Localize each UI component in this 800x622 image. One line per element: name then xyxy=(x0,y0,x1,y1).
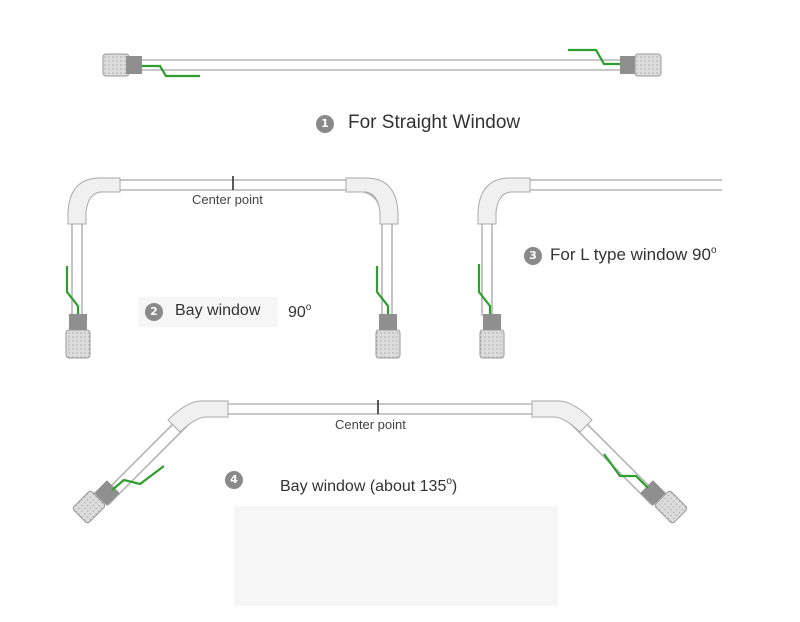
motor-left-4 xyxy=(72,480,120,524)
label-bay-window-135: Bay window (about 135o) xyxy=(280,476,457,496)
step-badge-2: 2 xyxy=(145,303,163,321)
corner-joint-right-4 xyxy=(531,400,593,433)
motor-left-2 xyxy=(65,314,91,359)
degree-symbol-3: o xyxy=(710,245,717,256)
corner-joint-3 xyxy=(477,177,531,225)
label-straight-window: For Straight Window xyxy=(348,112,521,133)
corner-joint-left-2 xyxy=(67,177,121,225)
power-wire-left-1 xyxy=(142,64,200,78)
motor-right-2 xyxy=(375,314,401,359)
label-panel-4 xyxy=(234,506,558,606)
degree-symbol-4: o xyxy=(446,476,452,487)
label-l-type-window: For L type window 90o xyxy=(550,245,717,265)
degree-value-2: 90 xyxy=(288,304,306,321)
bay-rail-135 xyxy=(99,403,661,506)
center-point-label-2: Center point xyxy=(192,192,263,207)
power-wire-3 xyxy=(477,264,492,314)
straight-rail xyxy=(130,59,632,71)
power-wire-right-4 xyxy=(603,453,649,489)
degree-tail-4: ) xyxy=(451,478,458,495)
l-type-text: For L type window 90 xyxy=(550,245,711,264)
motor-right-1 xyxy=(620,53,662,77)
power-wire-left-2 xyxy=(65,266,80,314)
motor-left-1 xyxy=(102,53,142,77)
degree-value-4: (about 135 xyxy=(369,478,447,495)
label-bay-window-90: Bay window xyxy=(175,302,261,319)
degree-symbol-2: o xyxy=(305,302,312,313)
corner-joint-right-2 xyxy=(345,177,399,225)
corner-joint-left-4 xyxy=(167,400,229,433)
step-badge-4: 4 xyxy=(225,471,243,489)
bay-135-text: Bay window xyxy=(280,478,366,495)
step-badge-1: 1 xyxy=(316,115,334,133)
center-point-label-4: Center point xyxy=(335,417,406,432)
motor-3 xyxy=(479,314,505,359)
step-badge-3: 3 xyxy=(524,247,542,265)
power-wire-right-2 xyxy=(375,266,390,314)
power-wire-right-1 xyxy=(568,48,620,66)
power-wire-left-4 xyxy=(111,465,165,491)
degree-label-2: 90o xyxy=(288,302,311,322)
